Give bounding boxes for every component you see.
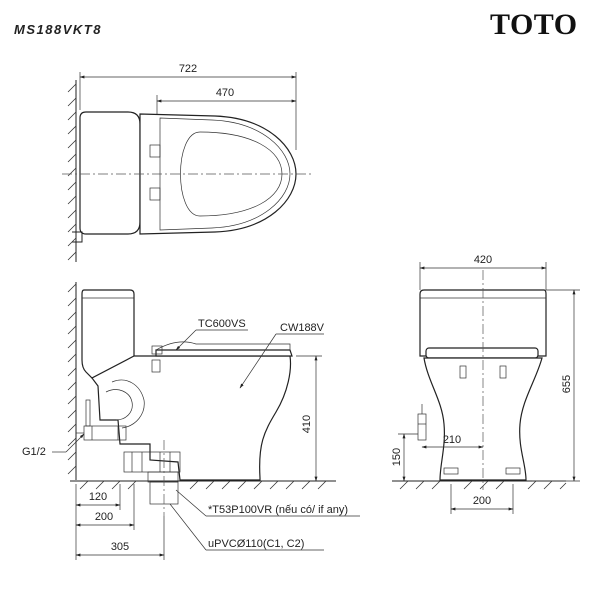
- bowl-top-outline: [139, 113, 297, 235]
- seat-model-label: TC600VS: [198, 318, 246, 330]
- seat-model-callout: TC600VS: [175, 318, 248, 351]
- wall-bracket: [72, 231, 83, 243]
- dim-120-label: 120: [89, 491, 107, 503]
- flange-note: *T53P100VR (nếu có/ if any): [208, 504, 348, 516]
- dimension-655: 655: [532, 289, 580, 482]
- trapway-curve: [111, 379, 145, 429]
- top-view: 722 470: [62, 63, 312, 262]
- bowl-side-outline: [91, 355, 292, 481]
- seat-hinge: [151, 345, 163, 355]
- dimension-210: 210: [421, 434, 484, 449]
- front-bolt-right: [499, 365, 507, 379]
- dim-722-label: 722: [179, 63, 197, 75]
- lid-side-outline: [155, 341, 291, 351]
- pipe-note: uPVCØ110(C1, C2): [208, 538, 304, 550]
- dimension-120: 120: [75, 484, 121, 510]
- dimension-305: 305: [75, 516, 165, 560]
- floor-front: [392, 480, 567, 490]
- front-view: 420 655 210 150: [391, 254, 580, 514]
- dimension-722: 722: [79, 63, 297, 150]
- trapway-inner: [105, 389, 133, 421]
- dim-410-label: 410: [301, 415, 313, 433]
- tank-side-outline: [81, 289, 137, 379]
- seat-side-outline: [155, 349, 293, 357]
- floor-bolt-left: [443, 467, 459, 475]
- dim-200-label: 200: [95, 511, 113, 523]
- front-supply-valve: [417, 404, 427, 441]
- dimension-200: 200: [75, 484, 135, 560]
- dimension-150: 150: [391, 433, 418, 482]
- model-code: MS188VKT8: [14, 22, 102, 37]
- bowl-model-label: CW188V: [280, 322, 325, 334]
- pipe-note-callout: uPVCØ110(C1, C2): [169, 503, 324, 551]
- dimension-420: 420: [419, 254, 547, 290]
- front-bolt-left: [459, 365, 467, 379]
- dimension-bolts-200: 200: [450, 484, 514, 514]
- floor-bolt-right: [505, 467, 521, 475]
- tank-front-outline: [419, 289, 547, 357]
- wall-hatch-side: [67, 282, 77, 480]
- dimension-410: 410: [296, 355, 322, 482]
- side-view: G1/2 TC600VS CW188V 410: [22, 282, 360, 560]
- bowl-opening-outline: [180, 131, 283, 217]
- dim-150-label: 150: [391, 448, 403, 466]
- inlet-label: G1/2: [22, 446, 46, 458]
- dim-655-label: 655: [561, 375, 573, 393]
- hinge-lower: [149, 187, 161, 201]
- dim-470-label: 470: [216, 87, 234, 99]
- supply-valve: [76, 399, 127, 441]
- seat-front: [425, 347, 539, 359]
- dim-420-label: 420: [474, 254, 492, 266]
- seat-bolt: [151, 359, 161, 373]
- bowl-model-callout: CW188V: [239, 322, 325, 389]
- hinge-upper: [149, 144, 161, 158]
- inlet-callout: G1/2: [22, 433, 85, 458]
- wall-hatch-top: [67, 80, 77, 262]
- dimension-470: 470: [156, 87, 297, 115]
- dim-210-label: 210: [443, 434, 461, 446]
- seat-outer-outline: [159, 117, 291, 231]
- brand-logo: TOTO: [490, 8, 578, 41]
- drain-assembly: [123, 440, 181, 516]
- tank-top-outline: [79, 111, 141, 235]
- dim-305-label: 305: [111, 541, 129, 553]
- flange-note-callout: *T53P100VR (nếu có/ if any): [175, 489, 360, 517]
- dim-bolts-200-label: 200: [473, 495, 491, 507]
- floor-side: [70, 480, 336, 490]
